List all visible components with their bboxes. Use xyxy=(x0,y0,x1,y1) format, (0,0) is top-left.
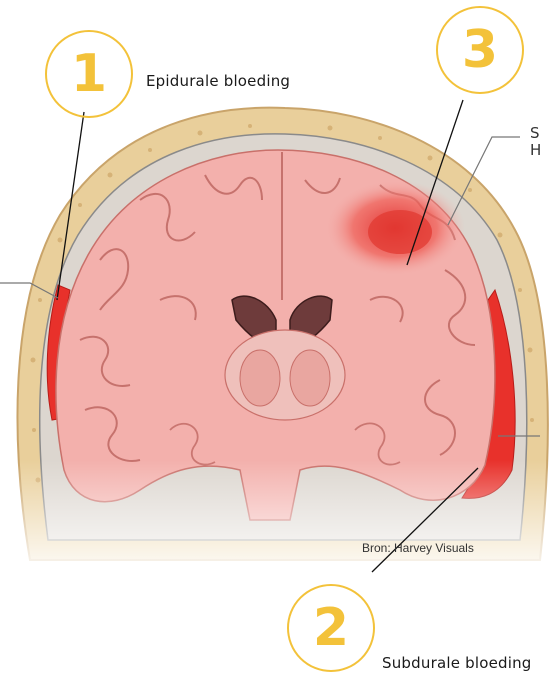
marker-2: 2 xyxy=(287,584,375,672)
edge-label-2: H xyxy=(530,141,541,159)
label-subdural: Subdurale bloeding xyxy=(382,654,532,672)
marker-2-number: 2 xyxy=(313,602,349,654)
label-epidural: Epidurale bloeding xyxy=(146,72,290,90)
marker-3-number: 3 xyxy=(462,24,498,76)
image-credit: Bron: Harvey Visuals xyxy=(362,541,474,555)
marker-3: 3 xyxy=(436,6,524,94)
marker-1: 1 xyxy=(45,30,133,118)
marker-1-number: 1 xyxy=(71,48,107,100)
edge-label-1: S xyxy=(530,124,540,142)
